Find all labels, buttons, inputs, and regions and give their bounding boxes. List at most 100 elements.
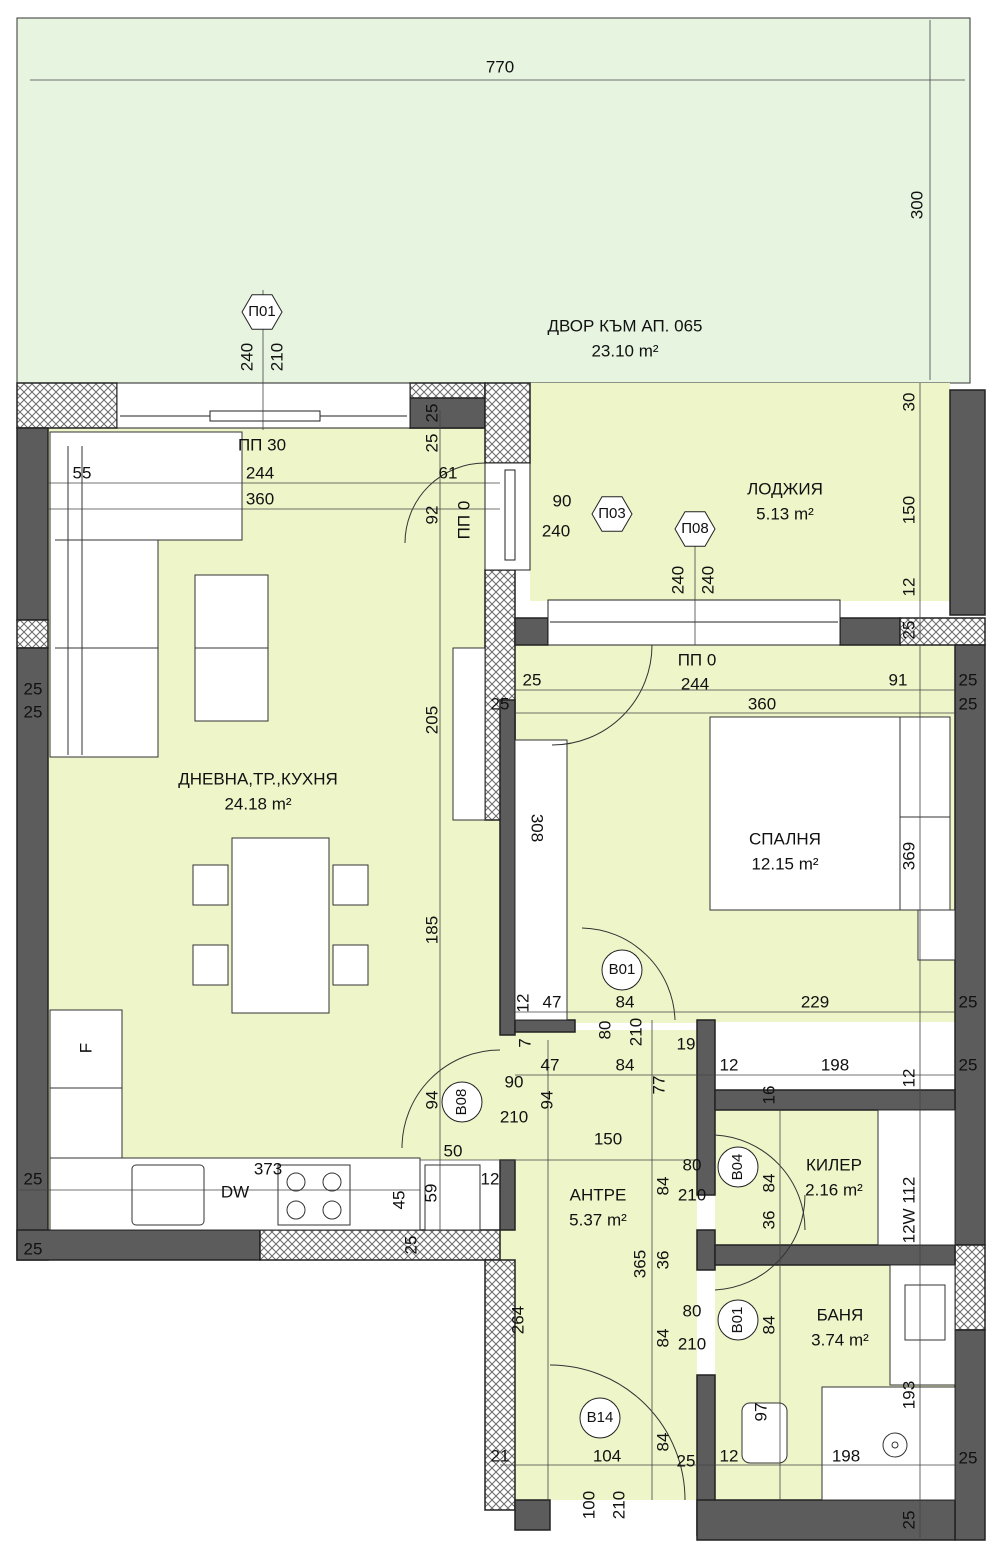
dimension-label: 30 [899, 393, 918, 412]
dimension-label: 84 [653, 1433, 672, 1452]
kitchen-counter [49, 1157, 421, 1231]
dimension-label: 84 [759, 1174, 778, 1193]
dimension-label: 7 [515, 1038, 534, 1047]
dimension-label: 25 [491, 694, 510, 713]
dimension-label: 50 [444, 1141, 463, 1160]
dimension-label: 25 [422, 434, 441, 453]
dresser [917, 909, 956, 961]
wardrobe [514, 739, 568, 1021]
dimension-label: 244 [246, 463, 274, 482]
dimension-label: 365 [630, 1250, 649, 1278]
room-area: 12.15 m² [751, 854, 818, 873]
dimension-label: 300 [907, 191, 926, 219]
dimension-label: 244 [681, 674, 709, 693]
chair [332, 864, 369, 906]
dimension-label: 240 [698, 566, 717, 594]
toilet [741, 1402, 788, 1464]
room-name: СПАЛНЯ [749, 829, 821, 848]
furniture [49, 431, 956, 1501]
dimension-label: 12 [720, 1055, 739, 1074]
dimension-label: 84 [653, 1177, 672, 1196]
room-name: ЛОДЖИЯ [747, 479, 823, 498]
dimension-label: 47 [543, 992, 562, 1011]
dimension-label: 198 [832, 1446, 860, 1465]
tag-label: П08 [681, 520, 708, 537]
dimension-label: 97 [751, 1403, 770, 1422]
dimension-label: 21 [491, 1446, 510, 1465]
yard-area [16, 17, 971, 384]
tag-marker [601, 949, 643, 991]
dimension-label: 16 [759, 1086, 778, 1105]
tag-marker [241, 294, 283, 330]
dimension-label: 36 [653, 1251, 672, 1270]
dimension-label: 25 [401, 1236, 420, 1255]
room-name: КИЛЕР [806, 1155, 862, 1174]
dimension-label: 84 [616, 992, 635, 1011]
dimension-label: F [76, 1043, 95, 1053]
dimension-label: 210 [609, 1491, 628, 1519]
dimension-label: 91 [889, 670, 908, 689]
dimension-label: 12 [513, 994, 532, 1013]
room-name: АНТРЕ [570, 1185, 627, 1204]
dimension-label: 59 [421, 1184, 440, 1203]
dishwasher-shelf [424, 1164, 481, 1231]
dimension-label: 373 [254, 1159, 282, 1178]
dimension-label: 25 [959, 670, 978, 689]
dimension-label: 360 [246, 489, 274, 508]
dimension-label: ПП 0 [454, 501, 473, 540]
dimension-label: 84 [653, 1329, 672, 1348]
dimension-label: 198 [821, 1055, 849, 1074]
door-swings [401, 462, 806, 1501]
dimension-label: 61 [439, 463, 458, 482]
shelf [877, 1109, 956, 1246]
dimension-label: 84 [759, 1316, 778, 1335]
dimension-label: 185 [422, 916, 441, 944]
dimension-label: 45 [389, 1191, 408, 1210]
chair [192, 864, 229, 906]
tag-marker [674, 511, 716, 547]
dimension-label: 100 [579, 1491, 598, 1519]
dimension-label: 94 [537, 1091, 556, 1110]
dimension-label: 12 [899, 578, 918, 597]
tag-label: В04 [729, 1154, 746, 1181]
bed [709, 716, 901, 911]
dimension-label: 84 [616, 1055, 635, 1074]
nightstand [899, 816, 951, 911]
tag-marker [441, 1081, 483, 1123]
dimension-label: DW [221, 1182, 249, 1201]
dimension-label: 25 [899, 621, 918, 640]
dimension-lines [17, 20, 965, 1540]
dimension-label: 25 [899, 1511, 918, 1530]
dimension-label: 47 [541, 1055, 560, 1074]
room-area: 24.18 m² [224, 794, 291, 813]
chair [332, 944, 369, 986]
dimension-label: 205 [422, 706, 441, 734]
tag-marker [717, 1146, 759, 1188]
dimension-label: 308 [528, 814, 547, 842]
dimension-label: 25 [24, 1169, 43, 1188]
dimension-label: 240 [542, 521, 570, 540]
dimension-label: 25 [24, 1239, 43, 1258]
tag-label: В08 [453, 1089, 470, 1116]
dimension-label: 25 [959, 1448, 978, 1467]
walls [16, 382, 986, 1541]
dimension-label: 210 [626, 1018, 645, 1046]
tag-marker [717, 1299, 759, 1341]
room-name: ДНЕВНА,ТР.,КУХНЯ [178, 769, 338, 788]
dimension-label: 77 [649, 1076, 668, 1095]
fridge [49, 1009, 123, 1089]
tag-marker [591, 496, 633, 532]
dimension-label: 193 [899, 1381, 918, 1409]
living-room-floor [48, 428, 500, 1230]
dimension-label: 12 [720, 1446, 739, 1465]
tag-label: В01 [609, 961, 636, 978]
tag-label: П01 [248, 303, 275, 320]
dimension-label: 12W 112 [899, 1177, 918, 1244]
dimension-label: 25 [959, 1055, 978, 1074]
dimension-label: 90 [505, 1072, 524, 1091]
room-area: 2.16 m² [805, 1180, 863, 1199]
tag-label: В01 [729, 1307, 746, 1334]
dimension-label: 360 [748, 694, 776, 713]
